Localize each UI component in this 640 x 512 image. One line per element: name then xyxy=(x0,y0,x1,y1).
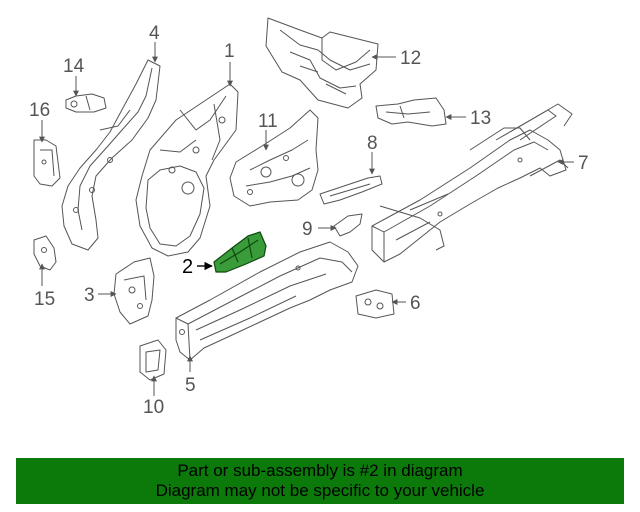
callout-1[interactable]: 1 xyxy=(224,41,235,62)
banner-line-2: Diagram may not be specific to your vehi… xyxy=(155,481,485,500)
parts-diagram xyxy=(33,17,574,396)
callout-2[interactable]: 2 xyxy=(182,256,194,278)
callout-11[interactable]: 11 xyxy=(258,111,278,132)
callout-12[interactable]: 12 xyxy=(400,48,422,69)
callout-9[interactable]: 9 xyxy=(302,219,313,240)
part-10-drawing xyxy=(139,339,167,381)
callout-8[interactable]: 8 xyxy=(367,133,378,154)
part-6-drawing xyxy=(355,289,395,319)
part-13-drawing xyxy=(375,97,447,127)
leader-lines xyxy=(39,42,574,396)
callout-4[interactable]: 4 xyxy=(149,23,160,44)
callout-13[interactable]: 13 xyxy=(470,108,492,129)
callout-7[interactable]: 7 xyxy=(578,153,589,174)
part-14-drawing xyxy=(65,93,107,113)
callout-15[interactable]: 15 xyxy=(34,289,56,310)
callout-6[interactable]: 6 xyxy=(410,293,421,314)
part-16-drawing xyxy=(33,139,61,187)
callout-14[interactable]: 14 xyxy=(63,56,85,77)
callout-16[interactable]: 16 xyxy=(29,100,51,121)
banner-line-1: Part or sub-assembly is #2 in diagram xyxy=(177,461,463,480)
part-5-drawing xyxy=(175,241,359,361)
part-7-drawing xyxy=(371,103,573,263)
part-8-drawing xyxy=(319,175,383,205)
part-15-drawing xyxy=(33,235,57,271)
callout-3[interactable]: 3 xyxy=(84,285,95,306)
callout-10[interactable]: 10 xyxy=(143,397,165,418)
callout-5[interactable]: 5 xyxy=(185,375,196,396)
part-12-drawing xyxy=(265,17,379,109)
part-1-drawing xyxy=(135,83,239,257)
part-4-drawing xyxy=(61,59,161,251)
part-11-drawing xyxy=(229,109,319,207)
info-banner: Part or sub-assembly is #2 in diagram Di… xyxy=(16,458,624,504)
part-3-drawing xyxy=(113,257,155,325)
part-2-drawing xyxy=(213,231,267,273)
part-9-drawing xyxy=(333,213,363,237)
